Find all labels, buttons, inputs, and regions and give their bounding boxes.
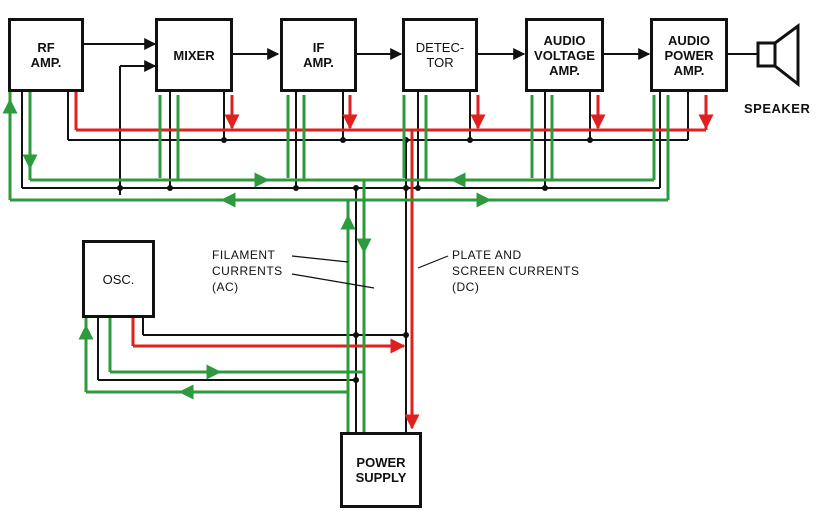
mixer-block: MIXER [155, 18, 233, 92]
filament-currents-label: FILAMENT CURRENTS (AC) [212, 248, 283, 294]
if-amp-label: IF AMP. [303, 40, 334, 70]
audio-power-amp-label: AUDIO POWER AMP. [664, 32, 714, 78]
detector-block: DETEC- TOR [402, 18, 478, 92]
if-amp-block: IF AMP. [280, 18, 357, 92]
osc-block: OSC. [82, 240, 155, 318]
audio-voltage-amp-label: AUDIO VOLTAGE AMP. [534, 32, 595, 78]
power-supply-label: POWER SUPPLY [355, 455, 407, 485]
audio-power-amp-block: AUDIO POWER AMP. [650, 18, 728, 92]
mixer-label: MIXER [173, 47, 215, 63]
speaker-label: SPEAKER [744, 101, 811, 116]
signal-path [84, 38, 757, 195]
junction-dots [117, 137, 593, 383]
filament-current-path [2, 92, 670, 432]
rf-amp-block: RF AMP. [8, 18, 84, 92]
black-supply-wiring [21, 92, 689, 432]
osc-label: OSC. [102, 271, 135, 287]
power-supply-block: POWER SUPPLY [340, 432, 422, 508]
label-leader-lines [291, 255, 449, 289]
detector-label: DETEC- TOR [415, 40, 465, 70]
rf-amp-label: RF AMP. [30, 40, 62, 70]
speaker-icon [756, 23, 800, 88]
plate-screen-currents-label: PLATE AND SCREEN CURRENTS (DC) [452, 248, 580, 294]
audio-voltage-amp-block: AUDIO VOLTAGE AMP. [525, 18, 604, 92]
